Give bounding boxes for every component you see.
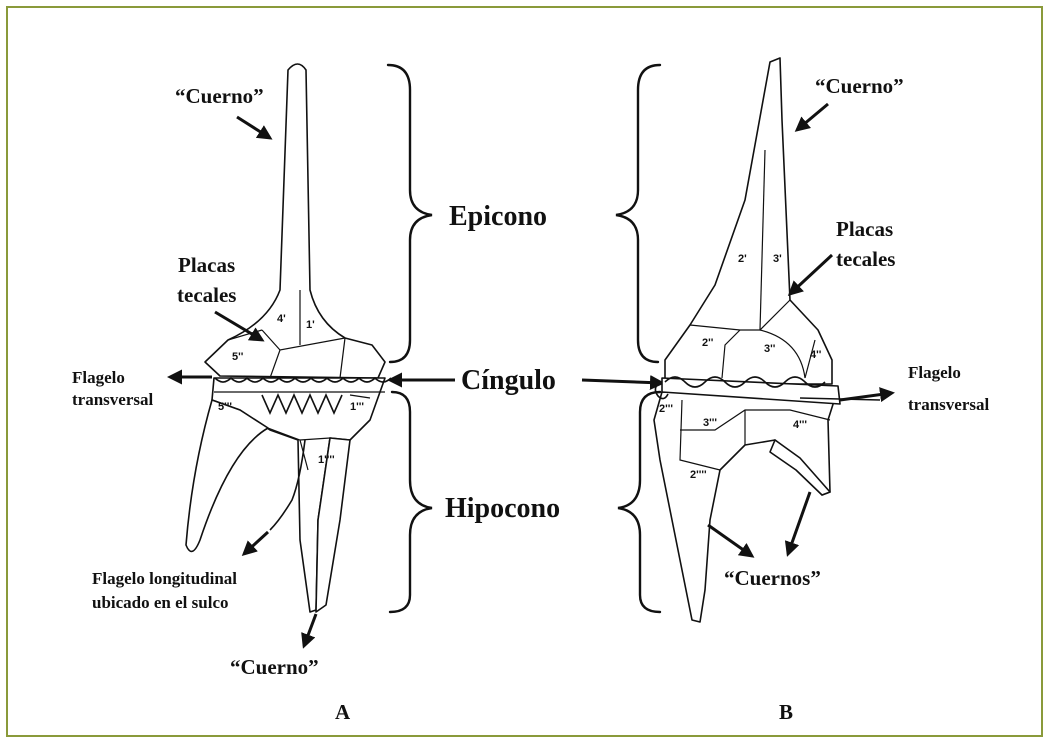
label-a-flagelo-t1: Flagelo xyxy=(72,368,125,387)
label-a-flagelo-l1: Flagelo longitudinal xyxy=(92,569,237,588)
label-b-cuernos: “Cuernos” xyxy=(724,566,821,590)
cell-b: 2' 3' 2'' 3'' 4'' 2''' 3''' 4''' 2'''' xyxy=(654,58,880,622)
label-a-placas-1: Placas xyxy=(178,253,235,277)
brace-a-hypocone xyxy=(390,392,432,612)
plate-a-4p: 4' xyxy=(277,313,286,325)
brace-b-hypocone xyxy=(618,392,660,612)
label-b-cuerno-top: “Cuerno” xyxy=(815,74,904,98)
label-cingulo: Cíngulo xyxy=(461,365,556,396)
plate-b-2p: 2' xyxy=(738,253,747,265)
brace-b-epicone xyxy=(616,65,660,362)
plate-b-2pp: 2'' xyxy=(702,337,714,349)
panel-label-a: A xyxy=(335,700,351,724)
label-a-placas-2: tecales xyxy=(177,283,236,307)
plate-b-3ppp: 3''' xyxy=(703,417,717,429)
plate-b-4ppp: 4''' xyxy=(793,419,807,431)
label-epicono: Epicono xyxy=(449,201,547,232)
label-a-flagelo-t2: transversal xyxy=(72,390,153,409)
label-hipocono: Hipocono xyxy=(445,493,560,524)
label-b-flagelo-t2: transversal xyxy=(908,395,989,414)
plate-a-1ppp: 1''' xyxy=(350,401,364,413)
plate-b-3pp: 3'' xyxy=(764,343,776,355)
cell-a-epicone xyxy=(205,64,385,378)
label-a-cuerno-top: “Cuerno” xyxy=(175,84,264,108)
cell-a: 4' 1' 5'' 5''' 1''' 1'''' xyxy=(186,64,391,612)
label-b-placas-1: Placas xyxy=(836,217,893,241)
label-a-flagelo-l2: ubicado en el sulco xyxy=(92,593,229,612)
label-b-placas-2: tecales xyxy=(836,247,895,271)
label-b-flagelo-t1: Flagelo xyxy=(908,363,961,382)
cell-b-epicone xyxy=(665,58,832,384)
cell-a-left-horn xyxy=(186,400,268,551)
plate-a-1pppp: 1'''' xyxy=(318,454,335,466)
brace-a-epicone xyxy=(388,65,432,362)
plate-a-1p: 1' xyxy=(306,319,315,331)
plate-b-3p: 3' xyxy=(773,253,782,265)
panel-label-b: B xyxy=(779,700,793,724)
plate-a-5pp: 5'' xyxy=(232,351,244,363)
plate-b-2ppp: 2''' xyxy=(659,403,673,415)
plate-b-2pppp: 2'''' xyxy=(690,469,707,481)
label-a-cuerno-bottom: “Cuerno” xyxy=(230,655,319,679)
plate-a-5ppp: 5''' xyxy=(218,401,232,413)
plate-b-4pp: 4'' xyxy=(810,349,822,361)
